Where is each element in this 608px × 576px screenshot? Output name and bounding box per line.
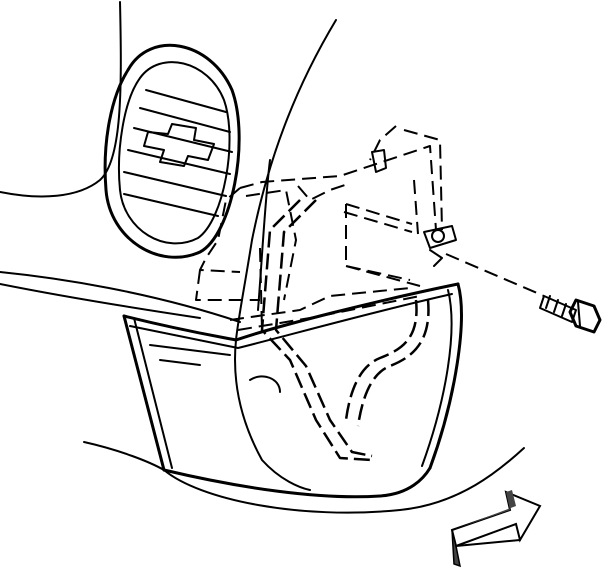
bolt-icon — [539, 295, 602, 334]
retainer-tab — [371, 149, 457, 267]
front-grille — [103, 43, 241, 259]
bolt-assembly — [445, 253, 602, 334]
view-direction-arrow-icon — [450, 490, 542, 568]
hidden-bracket-outline — [195, 125, 443, 462]
bumper-fascia — [83, 282, 525, 514]
bowtie-emblem-icon — [143, 123, 215, 167]
vehicle-body-panel — [0, 1, 337, 341]
